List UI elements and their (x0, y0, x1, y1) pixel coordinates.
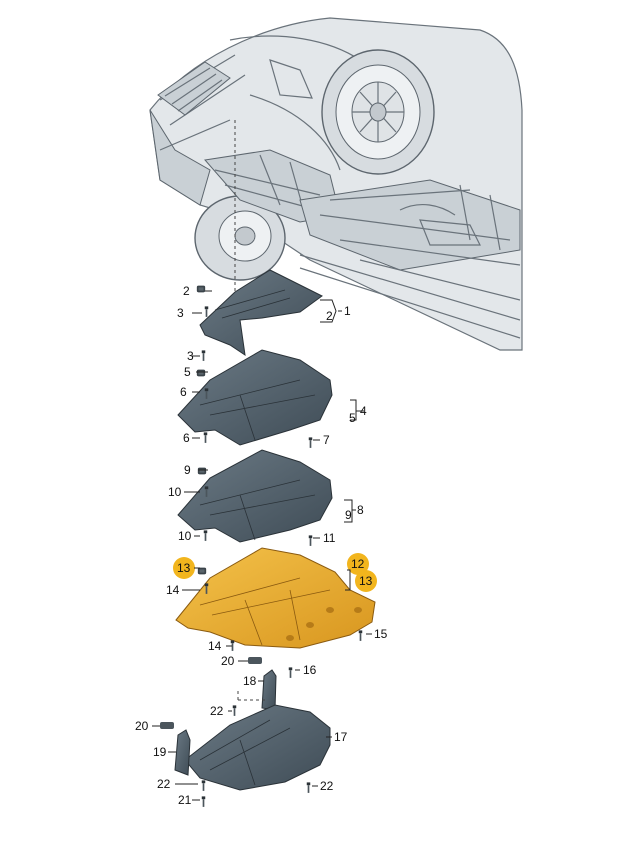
highlight-badge (173, 557, 195, 579)
callout-9a: 9 (184, 463, 191, 477)
callout-6b: 6 (183, 431, 190, 445)
bracket-18 (261, 669, 277, 711)
clip-icon (196, 369, 206, 377)
underbody-panel-highlighted (175, 547, 376, 678)
underbody-panel-8 (177, 449, 333, 546)
callout-21: 21 (178, 793, 192, 807)
callout-17: 17 (334, 730, 348, 744)
callout-2b: 2 (326, 309, 333, 323)
callout-10a: 10 (168, 485, 182, 499)
clip-icon (196, 285, 206, 293)
callout-5a: 5 (184, 365, 191, 379)
highlight-badge (355, 570, 377, 592)
screw-icon (160, 722, 174, 729)
callout-22c: 22 (320, 779, 334, 793)
callout-6a: 6 (180, 385, 187, 399)
highlight-badge (347, 553, 369, 575)
callout-9b: 9 (345, 508, 352, 522)
underbody-panel-17 (160, 690, 331, 807)
screw-icon (248, 657, 262, 664)
bolt-icon (358, 630, 363, 641)
clip-icon (197, 467, 207, 475)
callout-2: 2 (183, 284, 190, 298)
leader-lines (152, 290, 372, 801)
callout-7: 7 (323, 433, 330, 447)
callout-1: 1 (344, 304, 351, 318)
callout-15: 15 (374, 627, 388, 641)
callout-3b: 3 (187, 349, 194, 363)
callout-19: 19 (153, 745, 167, 759)
bolt-icon (201, 796, 206, 807)
callout-11: 11 (323, 531, 336, 545)
callout-13b: 13 (359, 574, 373, 588)
bolt-icon (306, 782, 311, 793)
bracket-19 (174, 729, 191, 776)
callout-12: 12 (351, 557, 365, 571)
underbody-panel-4 (177, 349, 333, 448)
callout-labels: 2 2 1 3 3 5 6 6 5 4 7 9 10 10 9 8 11 13 … (135, 284, 388, 807)
callout-8: 8 (357, 503, 364, 517)
bolt-icon (201, 780, 206, 791)
bolt-icon (203, 432, 208, 443)
bolt-icon (288, 667, 293, 678)
callout-20b: 20 (135, 719, 149, 733)
callout-18: 18 (243, 674, 257, 688)
underbody-panel-1 (196, 269, 323, 361)
callout-4: 4 (360, 404, 367, 418)
bolt-icon (203, 530, 208, 541)
callout-5b: 5 (349, 411, 356, 425)
callout-10b: 10 (178, 529, 192, 543)
bolt-icon (201, 350, 206, 361)
car-underbody-illustration (149, 17, 523, 351)
callout-13a: 13 (177, 561, 191, 575)
front-wheel-left (194, 195, 286, 281)
callout-22a: 22 (210, 704, 224, 718)
callout-22b: 22 (157, 777, 171, 791)
callout-14a: 14 (166, 583, 180, 597)
callout-14b: 14 (208, 639, 222, 653)
callout-20a: 20 (221, 654, 235, 668)
front-wheel-right (321, 49, 435, 175)
bolt-icon (308, 437, 313, 448)
bolt-icon (232, 705, 237, 716)
callout-3a: 3 (177, 306, 184, 320)
callout-16: 16 (303, 663, 317, 677)
bolt-icon (308, 535, 313, 546)
clip-icon (197, 567, 207, 575)
bolt-icon (204, 306, 209, 317)
